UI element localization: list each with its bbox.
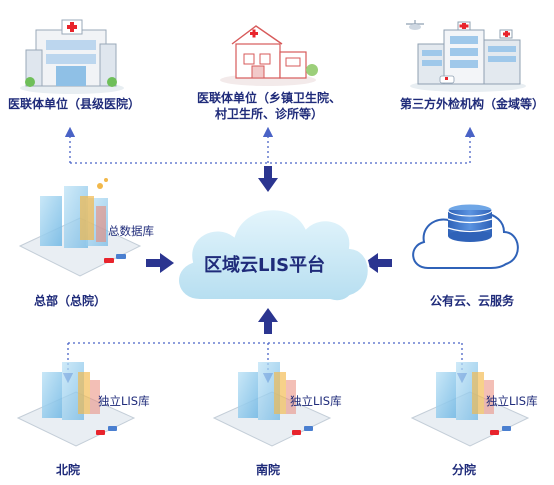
- township-clinic-label-line1: 医联体单位（乡镇卫生院、: [196, 91, 341, 105]
- branch-campus-label: 分院: [451, 463, 476, 477]
- north-campus-db-label: 独立LIS库: [98, 394, 150, 408]
- arrow-left-to-cloud: [146, 253, 174, 273]
- county-hospital-illustration: [20, 19, 124, 94]
- arrow-right-to-cloud: [364, 253, 392, 273]
- third-party-lab-label: 第三方外检机构（金域等）: [399, 97, 544, 111]
- headquarters-illustration: [18, 178, 142, 277]
- public-cloud-illustration: [412, 203, 519, 269]
- south-campus-illustration: [212, 362, 332, 447]
- branch-campus-db-label: 独立LIS库: [486, 394, 538, 408]
- top-connector: [64, 126, 476, 164]
- south-campus-label: 南院: [255, 463, 280, 477]
- arrow-bottom-to-cloud: [258, 308, 278, 334]
- township-clinic-label-line2: 村卫生所、诊所等）: [214, 107, 323, 121]
- bottom-connector: [62, 342, 468, 384]
- arrow-top-to-cloud: [258, 166, 278, 192]
- north-campus-illustration: [16, 362, 136, 447]
- county-hospital-label: 医联体单位（县级医院）: [7, 97, 140, 111]
- third-party-lab-illustration: [406, 20, 526, 92]
- branch-campus-illustration: [410, 362, 530, 447]
- public-cloud-label: 公有云、云服务: [429, 294, 514, 308]
- central-cloud: [177, 208, 370, 303]
- north-campus-label: 北院: [55, 463, 80, 477]
- south-campus-db-label: 独立LIS库: [290, 394, 342, 408]
- headquarters-label: 总部（总院）: [33, 294, 106, 308]
- center-platform-label: 区域云LIS平台: [204, 255, 326, 276]
- headquarters-db-label: 总数据库: [108, 224, 154, 238]
- township-clinic-illustration: [220, 25, 318, 86]
- township-clinic-label: 医联体单位（乡镇卫生院、 村卫生所、诊所等）: [184, 90, 354, 122]
